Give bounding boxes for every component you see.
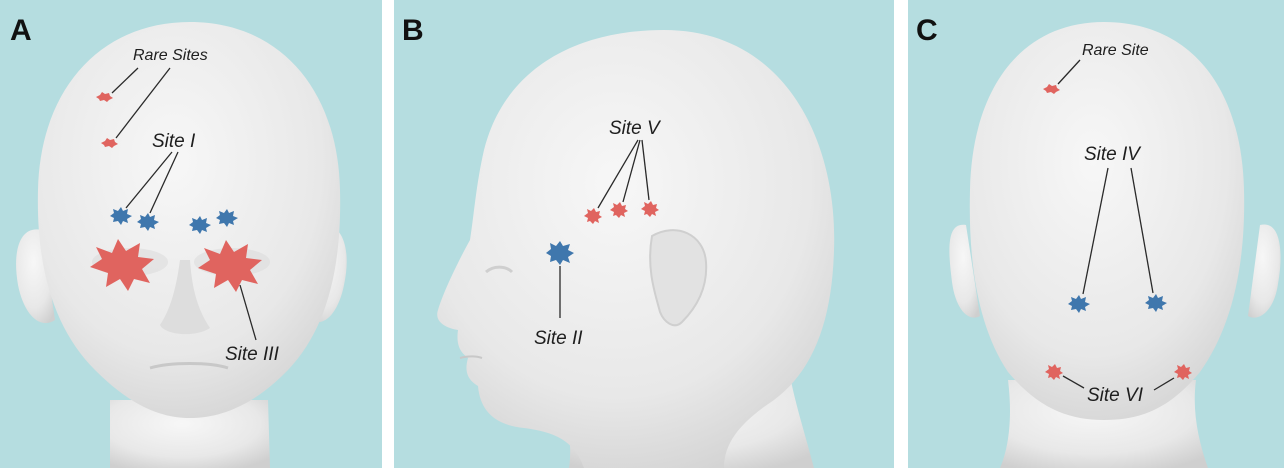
label-site-iii: Site III [225,344,280,365]
label-site-vi: Site VI [1087,385,1144,406]
head-back-shape [970,22,1244,420]
label-site-iv: Site IV [1084,144,1142,165]
panel-b-side-view: B Site V Site II [394,0,894,468]
label-rare-site: Rare Site [1082,42,1149,59]
label-rare-sites: Rare Sites [133,47,208,64]
panel-letter-a: A [10,14,32,47]
label-site-v: Site V [609,118,662,139]
panel-letter-c: C [916,14,938,47]
panel-a-front-view: A Rare Sites Site I Site III [0,0,382,468]
label-site-ii: Site II [534,328,583,349]
panel-letter-b: B [402,14,424,47]
panel-c-back-view: C Rare Site Site IV Site VI [908,0,1284,468]
label-site-i: Site I [152,131,196,152]
